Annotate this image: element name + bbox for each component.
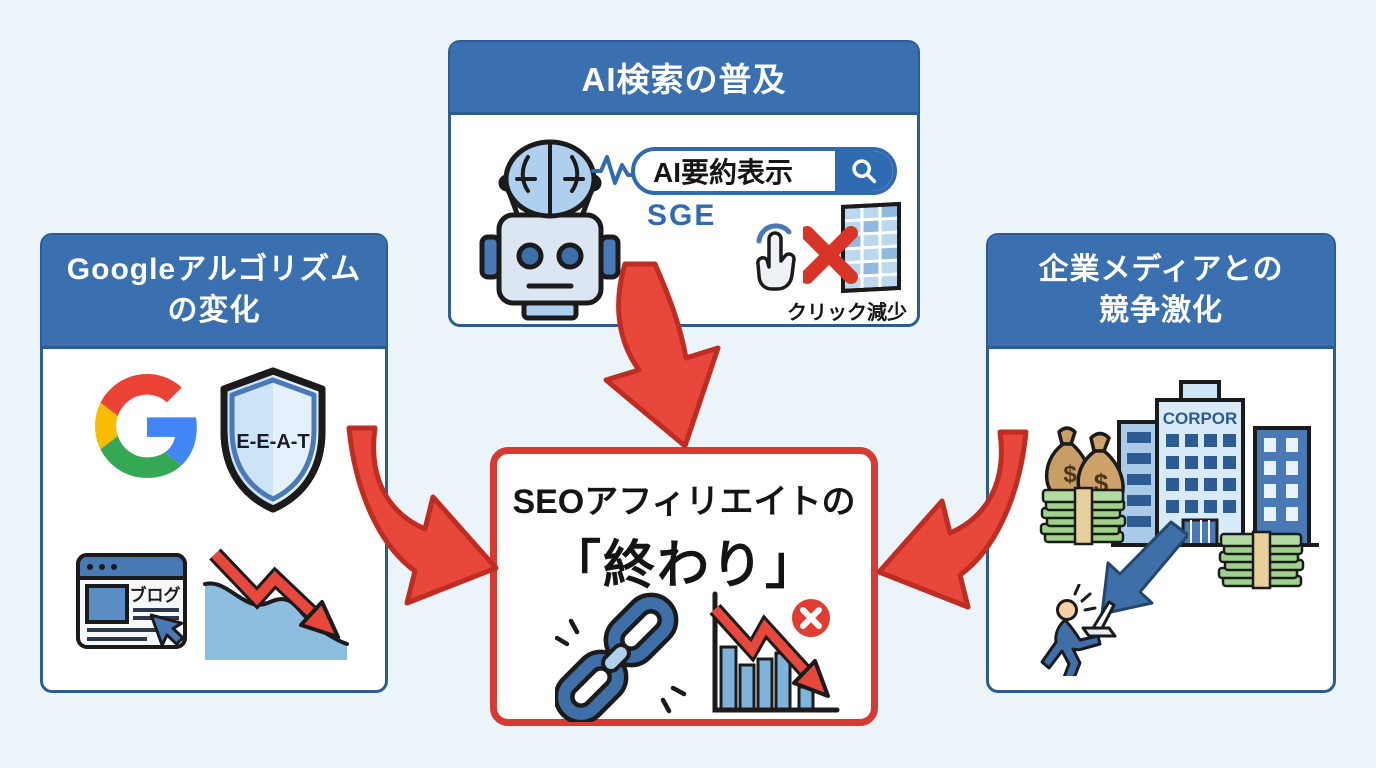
cash-stack-icon [1217,530,1305,590]
dollar-sign: $ [1063,461,1077,488]
affiliate-worker-icon [1040,584,1117,676]
ai-search-panel: AI検索の普及 AI要約表示 [448,40,920,327]
corporate-media-panel: 企業メディアとの 競争激化 CORPOR [986,233,1336,693]
declining-bar-chart-icon [709,591,840,713]
robot-ai-icon [479,139,621,321]
panel-title-line2: の変化 [167,293,261,327]
eeat-shield-icon: E-E-A-T [220,367,326,513]
flow-arrow-top [603,261,721,449]
panel-title-line1: Googleアルゴリズム [66,253,362,286]
search-button [835,151,893,191]
sge-label: SGE [647,199,717,232]
blog-label: ブログ [130,585,181,605]
corporate-media-panel-header: 企業メディアとの 競争激化 [988,235,1334,349]
blog-window-icon: ブログ [76,553,187,649]
panel-title: AI検索の普及 [581,61,787,98]
cash-stack-icon [1039,486,1127,546]
conclusion-panel: SEOアフィリエイトの 「終わり」 [490,447,878,726]
broken-chain-icon [555,592,687,722]
traffic-decline-icon [203,548,349,660]
pulse-connector-icon [591,155,643,185]
google-algorithm-panel-header: Googleアルゴリズム の変化 [42,235,386,349]
panel-title-line1: 企業メディアとの [1038,253,1284,286]
tap-hand-icon [756,223,796,291]
google-algorithm-panel: Googleアルゴリズム の変化 E-E-A-T ブログ [40,233,388,693]
flow-arrow-right [876,429,1029,610]
panel-title-line2: 競争激化 [1099,293,1223,327]
search-query-text: AI要約表示 [653,157,794,188]
eeat-label: E-E-A-T [236,431,309,453]
pressure-arrow-icon [1100,520,1188,616]
conclusion-line2: 「終わり」 [548,537,819,595]
blocked-wall-icon [803,201,901,294]
search-icon [852,159,877,184]
building-label: CORPOR [1163,409,1238,428]
conclusion-line1: SEOアフィリエイトの [512,483,856,521]
flow-arrow-left [346,425,499,606]
ai-summary-search-bar: AI要約表示 [631,147,897,195]
google-g-icon [95,374,197,478]
click-decline-caption: クリック減少 [787,302,907,324]
ai-search-panel-header: AI検索の普及 [450,42,918,115]
